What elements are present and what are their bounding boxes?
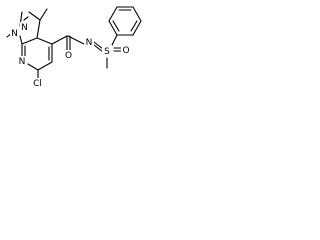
atom-label-sulfur: S xyxy=(104,47,110,57)
bond xyxy=(36,19,41,39)
bond xyxy=(36,37,53,45)
bond xyxy=(112,20,120,32)
bond xyxy=(132,6,142,22)
bond xyxy=(108,6,118,22)
atom-label-n-pyrazole-left: N xyxy=(11,29,18,39)
bond xyxy=(51,35,68,45)
bond-lines xyxy=(6,6,142,81)
bond xyxy=(39,8,48,21)
bond xyxy=(37,61,53,71)
bond xyxy=(67,35,85,45)
atom-label-carbonyl-oxygen: O xyxy=(65,51,72,61)
atom-label-n-pyrazole-top: N xyxy=(21,23,28,33)
bond xyxy=(27,63,39,71)
bond xyxy=(132,20,142,36)
bond xyxy=(93,41,104,50)
atom-label-imine-nitrogen: N xyxy=(86,38,93,48)
bond xyxy=(130,20,138,32)
bond xyxy=(19,35,23,45)
bond xyxy=(21,37,38,45)
atom-label-n-pyridine: N xyxy=(19,57,26,67)
chemical-structure: N N N Cl O N S O xyxy=(6,6,142,89)
atom-label-sulfoxide-oxygen: O xyxy=(122,46,129,56)
atom-labels: N N N Cl O N S O xyxy=(10,22,131,89)
bond xyxy=(108,20,118,36)
bond xyxy=(93,44,104,53)
bond xyxy=(23,16,29,21)
bond xyxy=(28,11,41,21)
atom-label-chlorine: Cl xyxy=(33,79,42,89)
